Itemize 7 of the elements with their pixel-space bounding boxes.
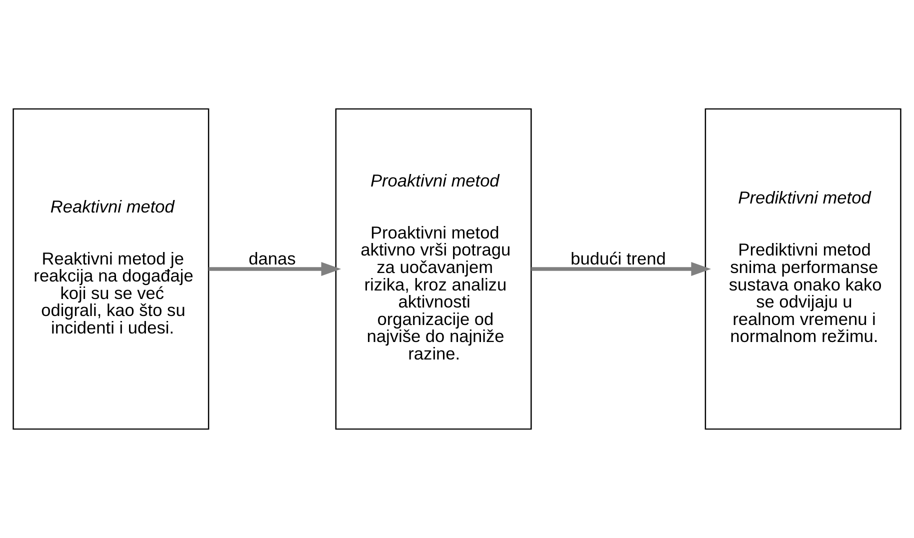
edge-label: danas xyxy=(248,248,296,268)
arrow xyxy=(531,262,711,276)
node-box: Proaktivni metod Proaktivni metod aktivno vrši potragu za uočavanjem rizika, kroz analizu aktivnosti organizacije od najviše do najniže razine. xyxy=(335,108,532,430)
node-box: Reaktivni metod Reaktivni metod je reakcija na događaje koji su se već odigrali, kao što su incidenti i udesi. xyxy=(12,108,210,430)
arrow xyxy=(208,262,342,276)
node-box: Prediktivni metod Prediktivni metod snima performanse sustava onako kako se odvijaju u realnom vremenu i normalnom režimu. xyxy=(704,108,902,430)
edge-label: budući trend xyxy=(570,248,666,268)
